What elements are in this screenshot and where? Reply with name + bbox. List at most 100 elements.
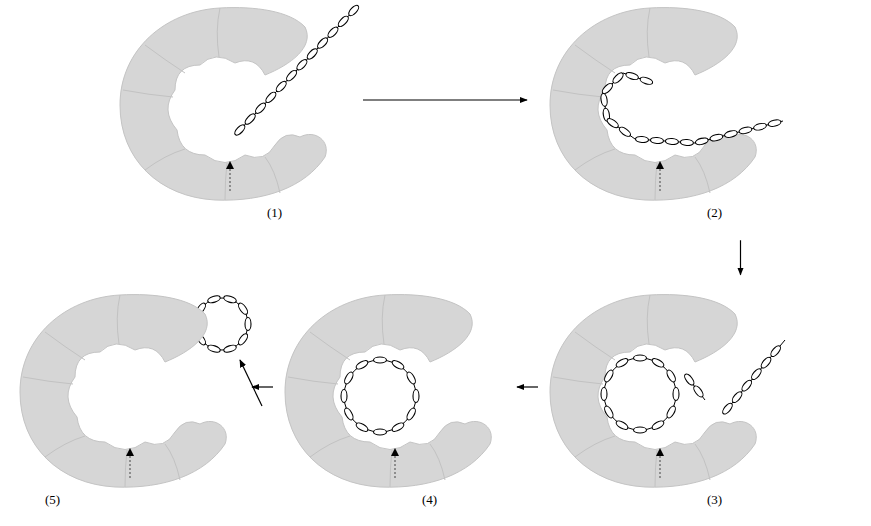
enzyme-shape	[120, 8, 326, 201]
enzyme-panel: (1)	[115, 5, 345, 223]
chain-unit	[326, 25, 339, 39]
enzyme-shape	[20, 295, 226, 488]
chain-unit	[295, 58, 308, 72]
step-number: (5)	[43, 492, 62, 508]
step-arrow	[740, 240, 741, 275]
chain-unit	[207, 294, 221, 304]
chain-unit	[721, 402, 734, 416]
enzyme-figure	[15, 292, 245, 510]
chain-unit	[405, 407, 417, 421]
chain-unit	[343, 371, 355, 385]
chain-unit	[244, 112, 257, 126]
chain-unit	[611, 71, 624, 84]
chain-unit	[223, 294, 237, 304]
chain-unit	[753, 122, 767, 131]
chain-unit	[355, 421, 369, 433]
chain-unit	[413, 390, 419, 403]
chain-unit	[635, 136, 648, 143]
chain-unit	[680, 139, 693, 146]
chain-unit	[275, 80, 288, 94]
ring-backbone	[604, 358, 676, 430]
chain-unit	[740, 379, 753, 393]
chain-unit	[615, 357, 629, 369]
chain-unit	[665, 405, 677, 419]
chain-unit	[738, 126, 752, 135]
ring-backbone	[344, 360, 416, 432]
chain-unit	[285, 69, 298, 83]
chain-unit	[724, 130, 738, 139]
chain-unit	[625, 71, 639, 81]
chain-unit	[639, 76, 653, 86]
chain-unit	[355, 359, 369, 371]
chain-unit	[692, 384, 705, 398]
chain-unit	[768, 119, 782, 128]
active-site-head	[226, 161, 234, 169]
chain-unit	[651, 357, 665, 369]
chain-unit	[618, 126, 632, 138]
chain-unit	[665, 369, 677, 383]
chain-unit	[347, 4, 360, 18]
chain-unit	[223, 344, 237, 354]
chain-unit	[600, 93, 608, 107]
chain-unit	[650, 137, 663, 144]
enzyme-panel: (4)	[280, 292, 510, 510]
chain-unit	[374, 357, 387, 363]
active-site-head	[656, 161, 664, 169]
chain-unit	[207, 344, 221, 354]
chain-unit	[391, 359, 405, 371]
enzyme-shape	[285, 295, 491, 488]
enzyme-figure	[545, 5, 775, 223]
enzyme-shape	[550, 295, 756, 488]
chain-unit	[245, 318, 251, 331]
chain-unit	[601, 388, 607, 401]
chain-unit	[337, 15, 350, 29]
enzyme-figure	[280, 292, 510, 510]
chain-unit	[634, 427, 647, 433]
release-arrow	[240, 360, 262, 406]
chain-backbone	[723, 340, 785, 414]
chain-unit	[709, 133, 723, 142]
enzyme-panel: (3)	[545, 292, 775, 510]
active-site-head	[126, 448, 134, 456]
enzyme-panel: (5)	[15, 292, 245, 510]
step-arrow	[517, 386, 538, 387]
enzyme-panel: (2)	[545, 5, 775, 223]
chain-unit	[254, 101, 267, 115]
chain-unit	[695, 137, 709, 146]
chain-unit	[374, 429, 387, 435]
chain-backbone	[235, 7, 357, 135]
chain-unit	[683, 373, 696, 387]
chain-unit	[634, 355, 647, 361]
chain-unit	[769, 344, 782, 358]
chain-unit	[603, 405, 615, 419]
chain-unit	[341, 390, 347, 403]
chain-unit	[750, 367, 763, 381]
chain-unit	[651, 419, 665, 431]
active-site-head	[391, 448, 399, 456]
chain-unit	[264, 91, 277, 105]
step-arrow	[252, 386, 273, 387]
chain-unit	[237, 332, 249, 346]
chain-unit	[673, 388, 679, 401]
chain-unit	[233, 123, 246, 137]
enzyme-figure	[115, 5, 345, 223]
chain-unit	[731, 390, 744, 404]
chain-unit	[615, 419, 629, 431]
step-number: (2)	[705, 205, 724, 221]
chain-unit	[603, 369, 615, 383]
chain-backbone	[603, 73, 783, 143]
enzyme-figure	[545, 292, 775, 510]
chain-unit	[343, 407, 355, 421]
chain-unit	[760, 356, 773, 370]
chain-unit	[391, 421, 405, 433]
chain-unit	[665, 138, 678, 145]
step-number: (4)	[420, 492, 439, 508]
chain-unit	[405, 371, 417, 385]
chain-unit	[606, 117, 620, 129]
chain-unit	[316, 36, 329, 50]
chain-unit	[306, 47, 319, 61]
chain-unit	[237, 302, 249, 316]
step-number: (3)	[705, 492, 724, 508]
step-number: (1)	[265, 205, 284, 221]
step-arrow	[363, 99, 527, 100]
